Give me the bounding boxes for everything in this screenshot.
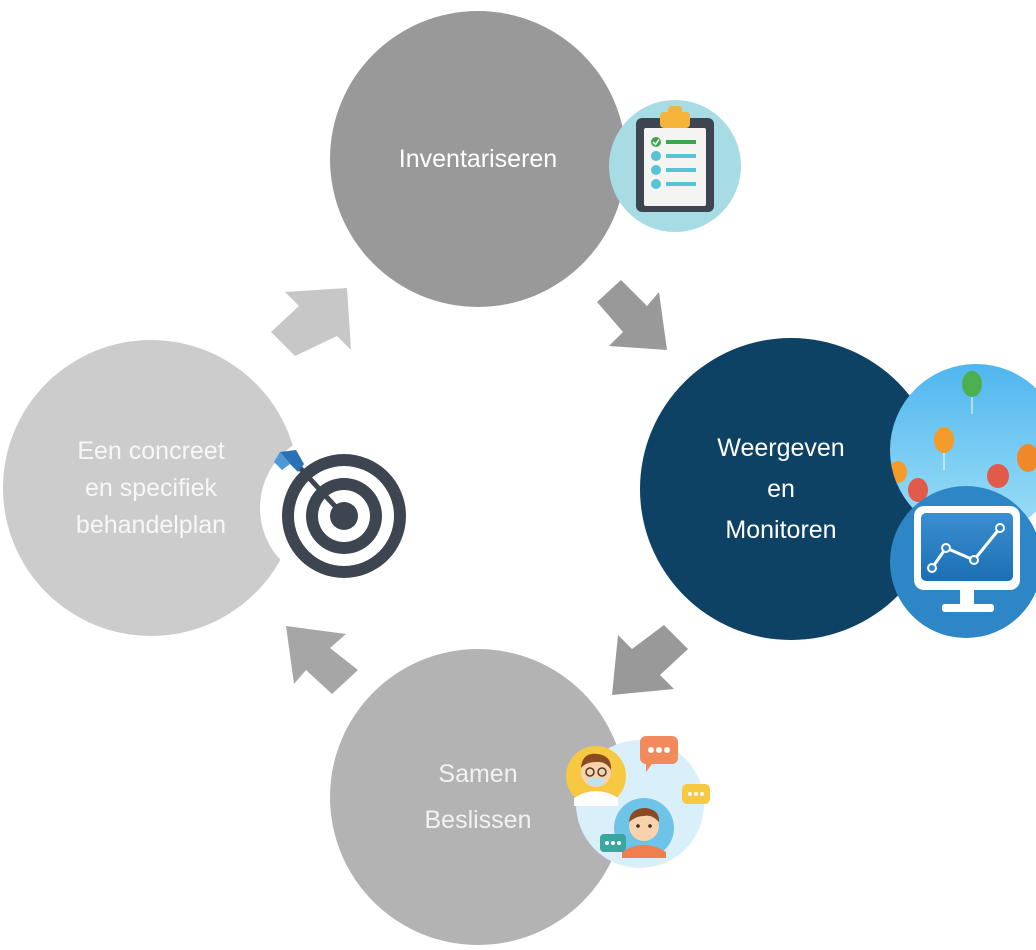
- step-behandelplan: Een concreet en specifiek behandelplan: [3, 340, 299, 636]
- clipboard-icon: [609, 100, 741, 232]
- chart-monitor-icon: [890, 364, 1036, 638]
- arrow-samen-to-behandelplan: [286, 626, 358, 694]
- step-inventariseren: Inventariseren: [330, 11, 626, 307]
- step-inventariseren-label: Inventariseren: [398, 144, 558, 173]
- target-icon: [260, 432, 412, 584]
- step-samen-beslissen: Samen Beslissen: [330, 649, 626, 945]
- chat-people-icon: [566, 736, 710, 868]
- arrow-weergeven-to-samen: [612, 625, 688, 695]
- arrow-inventariseren-to-weergeven: [597, 280, 667, 350]
- step-weergeven-monitoren-label: Weergeven en Monitoren: [717, 433, 845, 544]
- step-samen-beslissen-label: Samen Beslissen: [424, 760, 532, 834]
- arrow-behandelplan-to-inventariseren: [271, 288, 351, 356]
- step-weergeven-monitoren: Weergeven en Monitoren: [640, 338, 942, 640]
- step-behandelplan-label: Een concreet en specifiek behandelplan: [75, 436, 227, 539]
